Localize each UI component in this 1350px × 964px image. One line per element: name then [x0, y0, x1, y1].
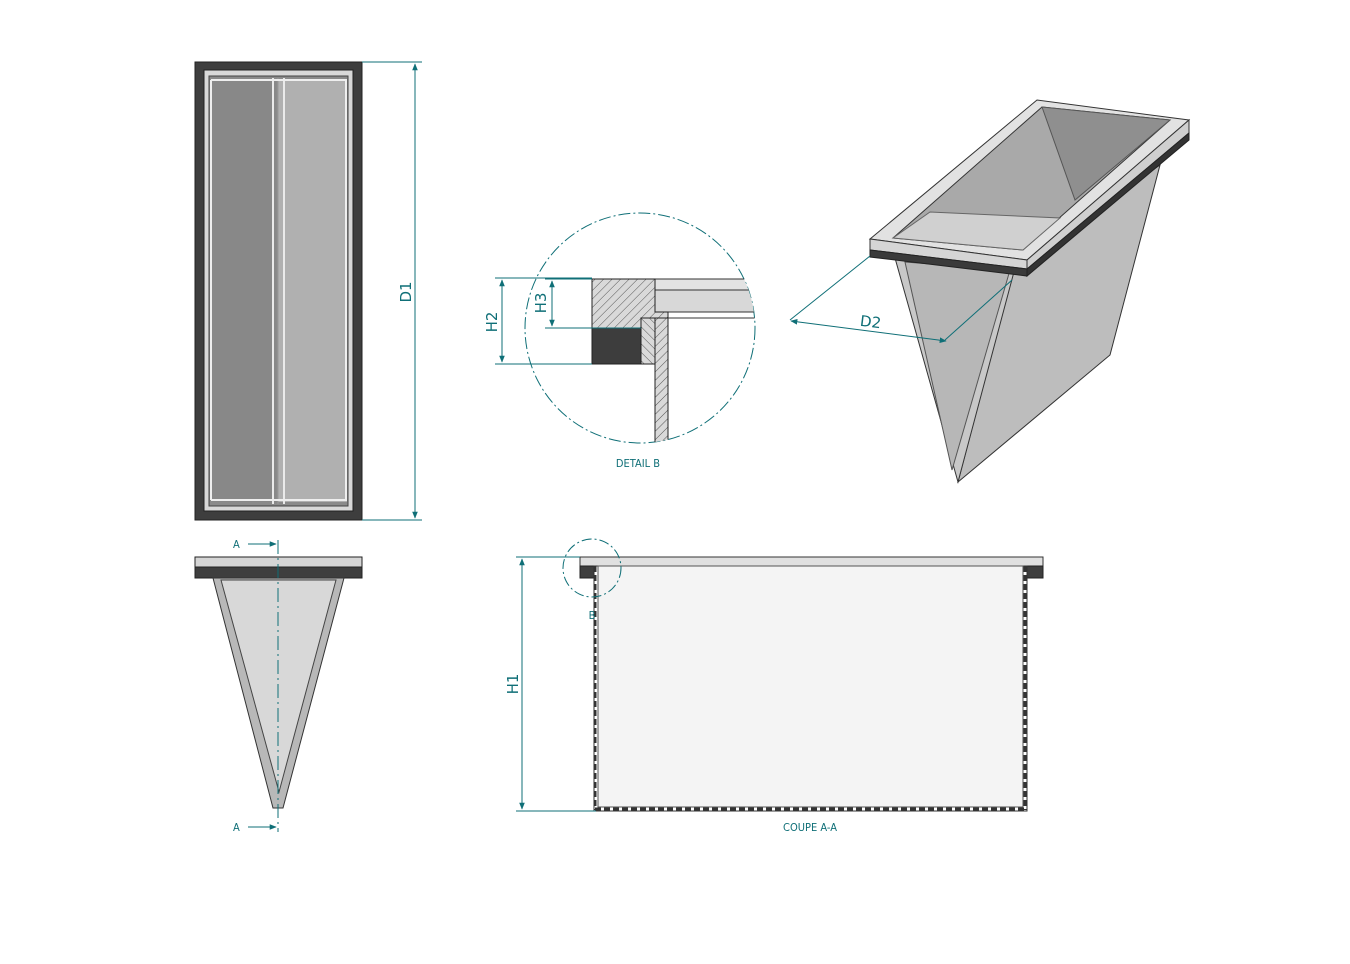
- d2-label: D2: [859, 312, 882, 332]
- detail-mark: B: [589, 609, 596, 622]
- h2-label: H2: [483, 312, 501, 333]
- section-mark-bottom: A: [233, 821, 240, 834]
- section-mark-top: A: [233, 538, 240, 551]
- section-a-a: B H1 COUPE A-A: [504, 538, 1044, 834]
- detail-b: H2 H3 DETAIL B: [483, 212, 756, 470]
- isometric-view: D2: [789, 99, 1191, 484]
- section-caption: COUPE A-A: [783, 821, 837, 834]
- d1-label: D1: [397, 281, 415, 302]
- h1-label: H1: [504, 674, 522, 695]
- top-view: [194, 61, 363, 521]
- h3-label: H3: [532, 293, 550, 314]
- detail-caption: DETAIL B: [616, 457, 660, 470]
- d1-dimension: D1: [362, 61, 422, 521]
- front-view: A A: [194, 538, 363, 834]
